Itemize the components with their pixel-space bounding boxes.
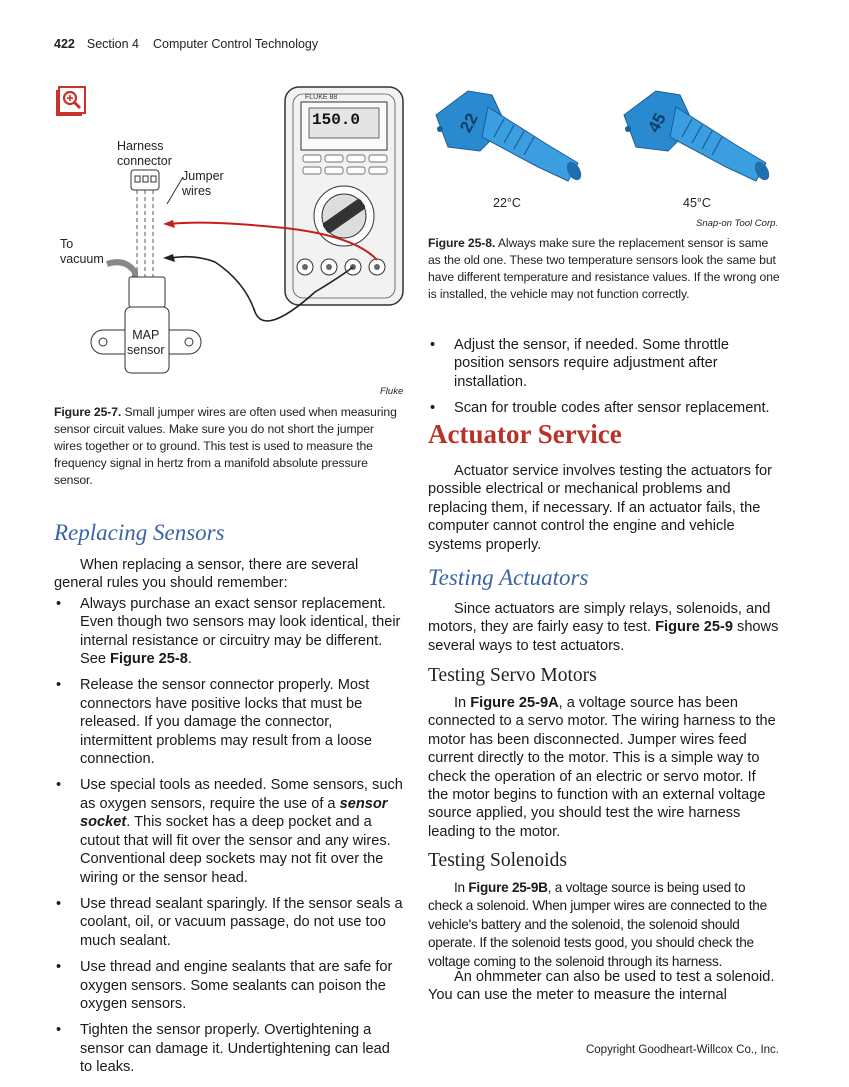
heading-testing-servo-motors: Testing Servo Motors: [428, 665, 597, 686]
testing-actuators-paragraph-block: Since actuators are simply relays, solen…: [428, 600, 780, 655]
heading-testing-actuators: Testing Actuators: [428, 565, 589, 590]
running-header: 422 Section 4 Computer Control Technology: [54, 37, 318, 51]
list-item: Tighten the sensor properly. Overtighten…: [54, 1021, 404, 1076]
chapter-title: Computer Control Technology: [152, 37, 319, 51]
label-harness-connector: Harness connector: [117, 139, 172, 168]
figure-ref[interactable]: Figure 25-9B: [468, 880, 548, 895]
actuator-service-paragraph-block: Actuator service involves testing the ac…: [428, 462, 780, 554]
label-22c: 22°C: [493, 196, 521, 210]
list-item: Use thread and engine sealants that are …: [54, 958, 404, 1013]
paragraph-text: , a voltage source is being used to chec…: [428, 880, 767, 969]
page-number: 422: [54, 37, 75, 51]
figure-ref[interactable]: Figure 25-9: [655, 619, 733, 636]
zoom-figure-icon[interactable]: [55, 86, 87, 118]
label-45c: 45°C: [683, 196, 711, 210]
list-item: Scan for trouble codes after sensor repl…: [428, 399, 780, 418]
testing-servo-paragraph-block: In Figure 25-9A, a voltage source has be…: [428, 694, 780, 841]
sensor-replacement-list-continued: Adjust the sensor, if needed. Some throt…: [428, 336, 780, 418]
figure-ref[interactable]: Figure 25-9A: [470, 695, 559, 711]
figure-ref[interactable]: Figure 25-8: [110, 651, 188, 668]
paragraph-text: Since actuators are simply relays, solen…: [428, 601, 771, 636]
multimeter: FLUKE 88: [284, 86, 404, 306]
paragraph-text: , a voltage source has been connected to…: [428, 695, 776, 840]
list-item: Always purchase an exact sensor replacem…: [54, 595, 404, 669]
figure-25-7-illustration: FLUKE 88: [90, 86, 404, 374]
figure-25-8-illustration: [435, 90, 770, 182]
label-jumper-wires: Jumper wires: [182, 169, 224, 198]
left-column-text: When replacing a sensor, there are sever…: [54, 556, 404, 1085]
replacing-sensors-list: Always purchase an exact sensor replacem…: [54, 595, 404, 1077]
figure-25-8-caption: Figure 25-8. Always make sure the replac…: [428, 235, 780, 303]
list-item: Use special tools as needed. Some sensor…: [54, 776, 404, 886]
figure-25-7-caption: Figure 25-7. Small jumper wires are ofte…: [54, 404, 404, 489]
label-map-sensor: MAP sensor: [127, 328, 165, 358]
testing-solenoids-paragraph: In Figure 25-9B, a voltage source is bei…: [428, 879, 780, 971]
meter-display-value: 150.0: [312, 111, 361, 129]
heading-actuator-service: Actuator Service: [428, 419, 622, 449]
paragraph-text: shows several ways to test actuators.: [428, 619, 779, 654]
heading-testing-solenoids: Testing Solenoids: [428, 850, 567, 871]
figure-25-7-caption-label: Figure 25-7.: [54, 405, 122, 419]
ohmmeter-paragraph-block: An ohmmeter can also be used to test a s…: [428, 968, 780, 1005]
figure-25-8-caption-text: Always make sure the replacement sensor …: [428, 236, 780, 301]
svg-text:FLUKE 88: FLUKE 88: [305, 94, 337, 101]
bullet-text: . This socket has a deep pocket and a cu…: [80, 814, 391, 886]
paragraph-text: In: [454, 695, 471, 711]
bullet-text: .: [187, 651, 192, 668]
list-item: Use thread sealant sparingly. If the sen…: [54, 895, 404, 950]
ohmmeter-paragraph: An ohmmeter can also be used to test a s…: [428, 969, 775, 1004]
testing-servo-paragraph: In Figure 25-9A, a voltage source has be…: [428, 694, 780, 841]
temperature-sensor-45: [623, 90, 770, 182]
label-to-vacuum: To vacuum: [60, 237, 104, 266]
figure-25-8-caption-label: Figure 25-8.: [428, 236, 496, 250]
bullet-text: Always purchase an exact sensor replacem…: [80, 595, 401, 668]
list-item: Adjust the sensor, if needed. Some throt…: [428, 336, 780, 391]
testing-actuators-paragraph: Since actuators are simply relays, solen…: [428, 600, 780, 655]
actuator-service-paragraph: Actuator service involves testing the ac…: [428, 463, 772, 553]
key-term: sensor socket: [80, 795, 388, 831]
temperature-sensor-22: [435, 90, 582, 182]
copyright-footer: Copyright Goodheart-Willcox Co., Inc.: [585, 1044, 779, 1056]
bullet-text: Use special tools as needed. Some sensor…: [80, 777, 403, 812]
heading-replacing-sensors: Replacing Sensors: [54, 520, 225, 545]
replacing-sensors-intro: When replacing a sensor, there are sever…: [54, 557, 359, 592]
paragraph-text: In: [454, 880, 469, 895]
section-label: Section 4: [86, 37, 139, 51]
testing-solenoids-paragraph-block: In Figure 25-9B, a voltage source is bei…: [428, 879, 780, 971]
figure-25-8-credit: Snap-on Tool Corp.: [696, 218, 779, 229]
figure-25-7-credit: Fluke: [380, 386, 404, 397]
list-item: Release the sensor connector properly. M…: [54, 676, 404, 768]
figure-25-7-caption-text: Small jumper wires are often used when m…: [54, 405, 397, 487]
right-column-top: Adjust the sensor, if needed. Some throt…: [428, 336, 780, 426]
